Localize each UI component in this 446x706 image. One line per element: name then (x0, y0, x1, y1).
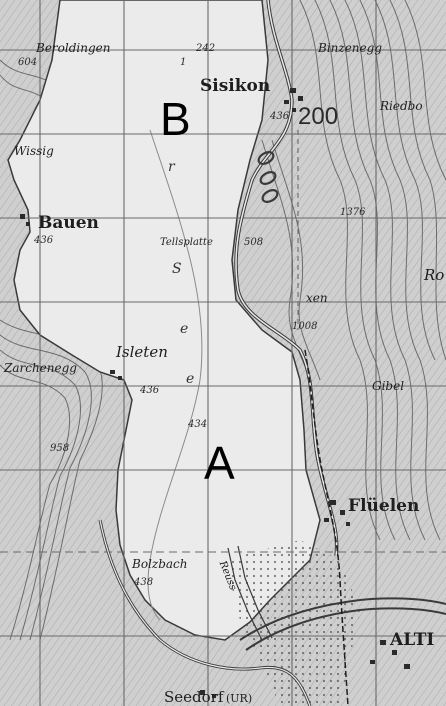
place-beroldingen: Beroldingen (36, 41, 111, 55)
reuss-river (227, 547, 263, 641)
elevation-436-bauen: 436 (34, 235, 54, 246)
place-isleten: Isleten (116, 343, 168, 361)
elevation-1008: 1008 (292, 321, 318, 332)
region-marker-a: A (204, 437, 235, 489)
lake-letter-4: e (186, 371, 195, 387)
lake-letter-1: r (168, 159, 175, 175)
railway (304, 349, 349, 706)
elevation-436-isleten: 436 (140, 385, 160, 396)
elevation-242: 242 (196, 43, 216, 54)
lake-urnersee (7, 0, 321, 641)
place-sisikon: Sisikon (200, 76, 271, 96)
motorway (239, 597, 446, 641)
elevation-434: 434 (188, 419, 208, 430)
axenstrasse-road-inner (235, 0, 338, 557)
elevation-508: 508 (244, 237, 264, 248)
place-bolzbach: Bolzbach (132, 557, 188, 571)
elevation-1: 1 (180, 57, 187, 68)
place-altdorf: ALTI (390, 630, 435, 650)
elevation-436-sisikon: 436 (270, 111, 290, 122)
reuss-river-bank (237, 545, 273, 639)
place-bauen: Bauen (38, 213, 99, 233)
elevation-1376: 1376 (340, 207, 366, 218)
place-binzenegg: Binzenegg (318, 41, 383, 55)
place-axen: xen (306, 291, 328, 305)
place-seedorf: Seedorf (164, 688, 224, 706)
lake-depth-line (147, 129, 203, 621)
place-rophaien: Ro (424, 266, 445, 284)
elevation-958: 958 (50, 443, 70, 454)
place-seedorf-canton: (UR) (226, 692, 253, 705)
road-hairpins (257, 151, 279, 203)
place-zarchenegg: Zarchenegg (4, 361, 77, 375)
motorway-2 (245, 607, 446, 651)
place-riedboden: Riedbo (380, 99, 423, 113)
settlement-blocks (20, 88, 410, 698)
place-tellsplatte: Tellsplatte (160, 237, 213, 248)
lake-letter-3: e (180, 321, 189, 337)
place-gibel: Gibel (372, 379, 405, 393)
place-wissig: Wissig (14, 144, 54, 158)
road-number-label: 200 (298, 103, 339, 130)
elevation-604: 604 (18, 57, 38, 68)
place-fluelen: Flüelen (348, 496, 420, 516)
elevation-438: 438 (134, 577, 154, 588)
region-marker-b: B (160, 93, 191, 145)
west-shore-road-inner (99, 519, 311, 706)
lake-letter-2: S (172, 261, 182, 277)
